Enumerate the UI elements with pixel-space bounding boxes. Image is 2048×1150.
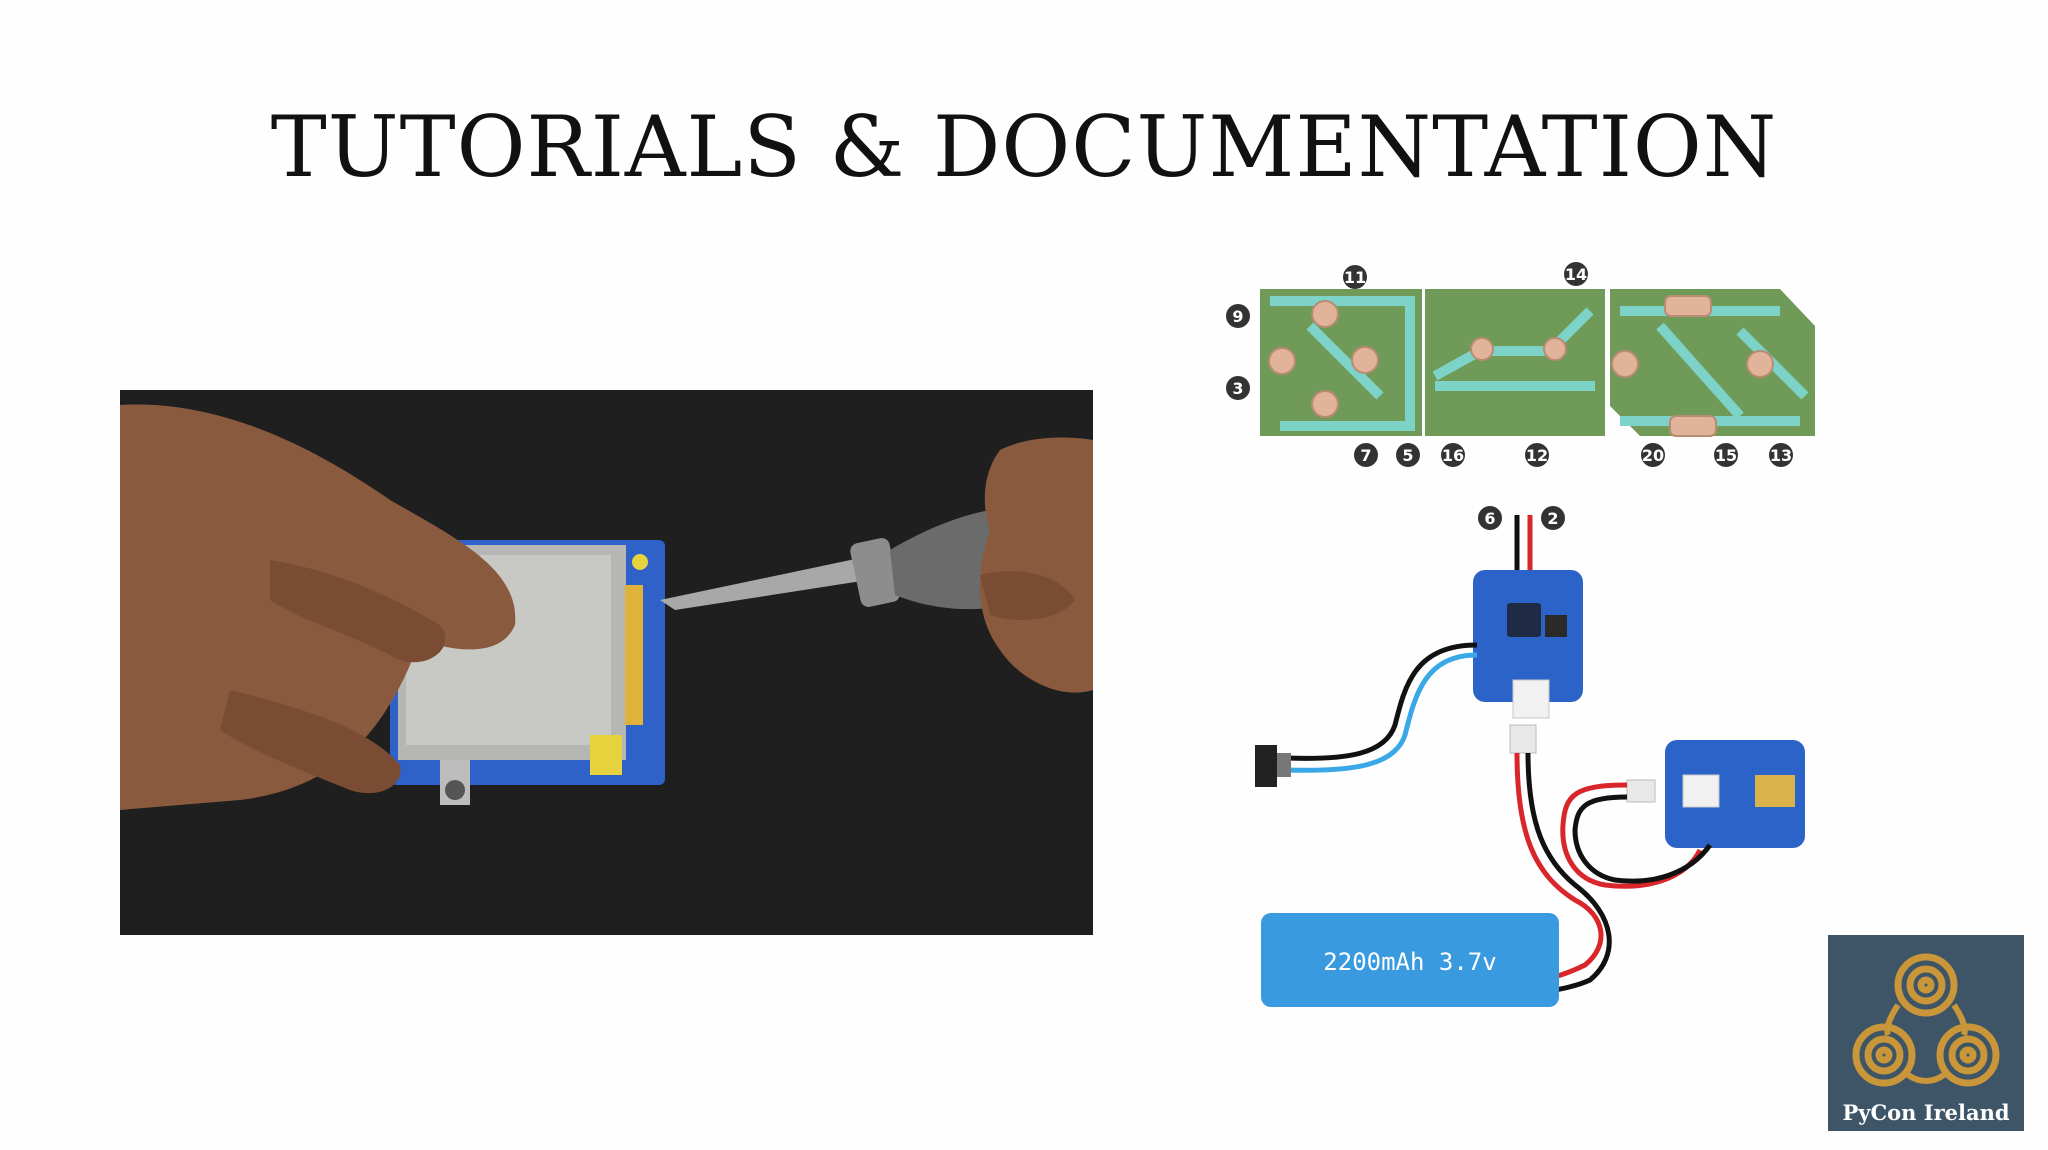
svg-text:5: 5 (1402, 446, 1413, 465)
pcb-diagram: 11 9 3 7 5 (1220, 256, 1830, 481)
callout-6: 6 (1478, 506, 1502, 530)
callout-5: 5 (1396, 443, 1420, 467)
callout-12: 12 (1525, 443, 1549, 467)
svg-text:2: 2 (1547, 509, 1558, 528)
triskele-icon (1828, 935, 2024, 1131)
soldering-photo-illustration (120, 390, 1093, 935)
soldering-photo (120, 390, 1093, 935)
svg-text:9: 9 (1232, 307, 1243, 326)
svg-text:15: 15 (1715, 446, 1737, 465)
svg-text:7: 7 (1360, 446, 1371, 465)
callout-2: 2 (1541, 506, 1565, 530)
callout-3: 3 (1226, 376, 1250, 400)
slide-title: TUTORIALS & DOCUMENTATION (270, 98, 1778, 196)
callout-7: 7 (1354, 443, 1378, 467)
circuit-diagram-svg: 2200mAh 3.7v 6 2 (1255, 506, 1805, 1007)
svg-text:3: 3 (1232, 379, 1243, 398)
callout-14: 14 (1564, 262, 1588, 286)
callout-15: 15 (1714, 443, 1738, 467)
svg-text:14: 14 (1565, 265, 1587, 284)
callout-13: 13 (1769, 443, 1793, 467)
callout-11: 11 (1343, 265, 1367, 289)
svg-text:6: 6 (1484, 509, 1495, 528)
svg-text:11: 11 (1344, 268, 1366, 287)
logo-text: PyCon Ireland (1842, 1100, 2010, 1125)
svg-text:20: 20 (1642, 446, 1664, 465)
pycon-ireland-logo: PyCon Ireland (1828, 935, 2024, 1131)
svg-text:13: 13 (1770, 446, 1792, 465)
pcb-diagram-svg: 11 9 3 7 5 (1226, 262, 1815, 467)
svg-text:12: 12 (1526, 446, 1548, 465)
callout-9: 9 (1226, 304, 1250, 328)
circuit-diagram: 2200mAh 3.7v 6 2 (1245, 495, 1825, 1015)
callout-20: 20 (1641, 443, 1665, 467)
svg-text:16: 16 (1442, 446, 1464, 465)
callout-16: 16 (1441, 443, 1465, 467)
battery-label: 2200mAh 3.7v (1323, 948, 1496, 976)
